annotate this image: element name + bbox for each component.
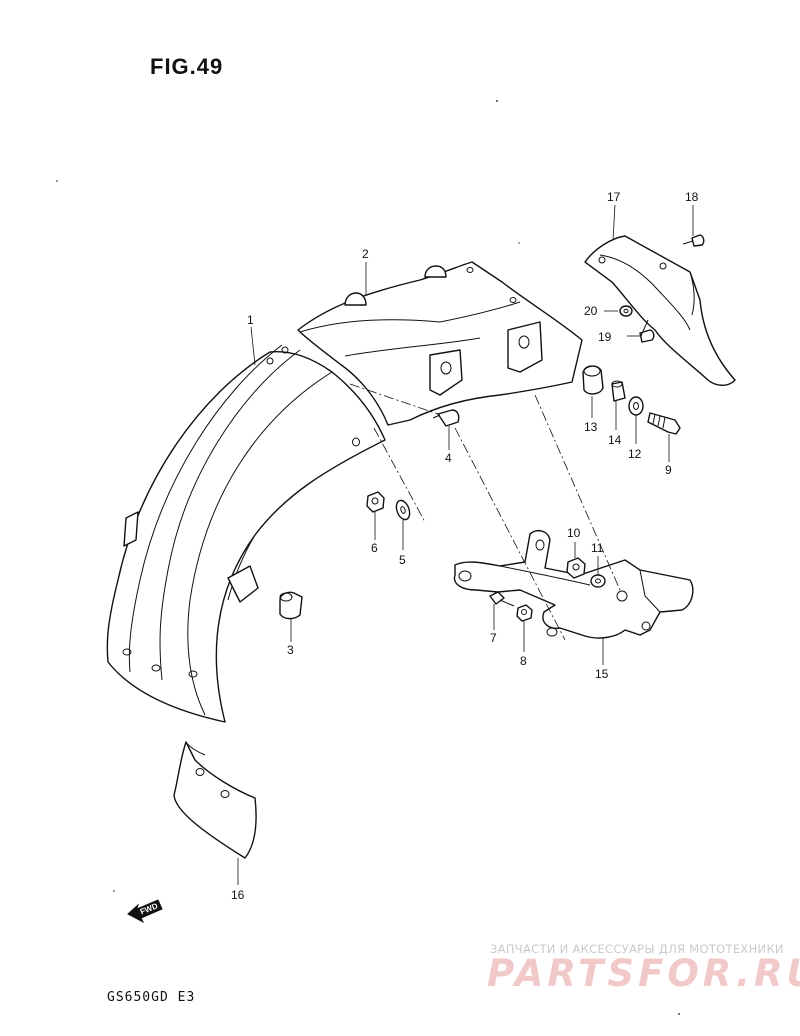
screw-18[interactable] <box>682 234 705 247</box>
bolt-9[interactable] <box>647 412 681 435</box>
callout-7: 7 <box>490 631 497 645</box>
model-code: GS650GD E3 <box>107 990 196 1005</box>
nut-10[interactable] <box>566 557 586 579</box>
cushion-3[interactable] <box>279 591 303 620</box>
nut-6[interactable] <box>366 491 385 513</box>
collar-14[interactable] <box>611 380 626 402</box>
leader-lines <box>237 204 694 885</box>
alignment-lines <box>349 383 621 641</box>
callout-20: 20 <box>584 304 598 318</box>
watermark-tagline: ЗАПЧАСТИ И АКСЕССУАРЫ ДЛЯ МОТОТЕХНИКИ <box>490 942 784 956</box>
callout-6: 6 <box>371 541 378 555</box>
tail-cover[interactable] <box>584 235 736 386</box>
fender-front-section[interactable] <box>297 261 583 426</box>
mud-flap[interactable] <box>173 741 257 859</box>
washer-11[interactable] <box>590 574 606 588</box>
callout-19: 19 <box>598 330 612 344</box>
fender-bracket[interactable] <box>453 529 694 639</box>
callout-labels: 1 2 3 4 5 6 7 8 9 10 11 12 13 14 15 16 1… <box>231 190 699 902</box>
callout-11: 11 <box>591 541 604 555</box>
callout-14: 14 <box>608 433 622 447</box>
callout-18: 18 <box>685 190 699 204</box>
callout-1: 1 <box>247 313 254 327</box>
screw-4[interactable] <box>432 409 460 427</box>
bolt-7[interactable] <box>489 591 515 607</box>
nut-8[interactable] <box>516 604 533 622</box>
washer-5[interactable] <box>394 499 412 522</box>
callout-16: 16 <box>231 888 245 902</box>
callout-2: 2 <box>362 247 369 261</box>
callout-8: 8 <box>520 654 527 668</box>
rear-fender[interactable] <box>106 344 386 723</box>
callout-15: 15 <box>595 667 609 681</box>
washer-20[interactable] <box>619 305 633 317</box>
scan-specks <box>56 100 680 1015</box>
callout-3: 3 <box>287 643 294 657</box>
callout-10: 10 <box>567 526 581 540</box>
callout-5: 5 <box>399 553 406 567</box>
figure-title: FIG.49 <box>150 54 224 79</box>
callout-4: 4 <box>445 451 452 465</box>
grommet-13[interactable] <box>582 365 604 395</box>
watermark-brand: PARTSFOR.RU <box>487 952 800 995</box>
callout-17: 17 <box>607 190 621 204</box>
callout-12: 12 <box>628 447 642 461</box>
washer-12[interactable] <box>628 396 644 416</box>
callout-13: 13 <box>584 420 598 434</box>
forward-arrow-icon: FWD <box>127 899 163 924</box>
bolt-19[interactable] <box>639 319 655 343</box>
callout-9: 9 <box>665 463 672 477</box>
